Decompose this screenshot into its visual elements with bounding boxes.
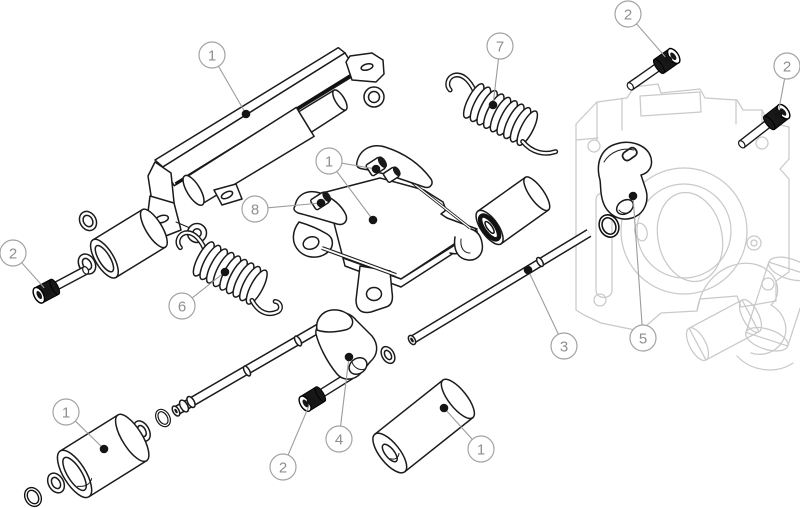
push-rod <box>407 229 592 346</box>
callout-8-5[interactable]: 8 <box>241 195 326 223</box>
callout-number: 3 <box>560 338 568 355</box>
lever-shaft <box>133 309 396 442</box>
callout-2-1[interactable]: 2 <box>614 0 673 65</box>
leader-dot <box>220 267 230 277</box>
leader-line <box>777 78 786 115</box>
callout-number: 1 <box>62 404 70 421</box>
callout-3-11[interactable]: 3 <box>523 265 578 360</box>
callout-1-0[interactable]: 1 <box>198 41 251 119</box>
callout-layer: 1 2 2 7 1 8 2 6 1 2 4 3 5 1 <box>0 0 800 481</box>
leader-line <box>340 356 350 427</box>
callout-2-6[interactable]: 2 <box>0 239 52 296</box>
callout-balloon[interactable] <box>325 425 353 453</box>
callout-4-10[interactable]: 4 <box>325 352 354 453</box>
leader-dot <box>488 100 498 110</box>
socket-head-bolt-top <box>622 45 684 96</box>
callout-balloon[interactable] <box>241 195 269 223</box>
callout-7-3[interactable]: 7 <box>486 32 514 110</box>
callout-balloon[interactable] <box>467 435 495 463</box>
callout-5-12[interactable]: 5 <box>628 191 657 352</box>
leader-line <box>336 171 374 221</box>
callout-number: 2 <box>9 245 17 262</box>
callout-balloon[interactable] <box>629 324 657 352</box>
callout-balloon[interactable] <box>315 147 343 175</box>
callout-1-8[interactable]: 1 <box>52 398 109 454</box>
callout-balloon[interactable] <box>773 52 800 80</box>
leader-line <box>218 65 247 115</box>
callout-number: 4 <box>335 431 343 448</box>
roller-tube-bottom <box>372 378 476 474</box>
leader-line <box>527 269 559 335</box>
callout-number: 6 <box>178 298 186 315</box>
callout-1-4[interactable]: 1 <box>315 147 381 225</box>
leader-dot <box>316 198 326 208</box>
leader-dot <box>628 191 638 201</box>
leader-dot <box>241 109 251 119</box>
spacer-bushing-upper <box>77 208 168 279</box>
extension-spring-upper <box>445 72 559 156</box>
leader-line <box>267 202 322 209</box>
leader-dot <box>523 265 533 275</box>
callout-number: 2 <box>624 6 632 23</box>
callout-balloon[interactable] <box>198 41 226 69</box>
callout-number: 2 <box>279 459 287 476</box>
leader-dot <box>42 286 52 296</box>
callout-number: 1 <box>477 441 485 458</box>
callout-2-2[interactable]: 2 <box>773 52 800 119</box>
extension-spring-lower <box>175 230 283 317</box>
leader-dot <box>344 352 354 362</box>
callout-balloon[interactable] <box>550 332 578 360</box>
callout-balloon[interactable] <box>168 292 196 320</box>
roller-bracket-weldment <box>145 46 385 244</box>
callout-number: 1 <box>325 153 333 170</box>
leader-dot <box>99 444 109 454</box>
housing-reference-ghost <box>575 83 800 371</box>
leader-line <box>341 162 377 170</box>
callout-balloon[interactable] <box>486 32 514 60</box>
leader-line <box>21 262 48 292</box>
leader-dot <box>371 164 381 174</box>
carrier-plate-assembly <box>325 145 551 314</box>
leader-line <box>632 195 643 326</box>
leader-line <box>191 271 226 299</box>
callout-balloon[interactable] <box>0 239 27 267</box>
callout-6-7[interactable]: 6 <box>168 267 230 320</box>
callout-number: 8 <box>251 201 259 218</box>
callout-number: 2 <box>783 58 791 75</box>
leader-dot <box>306 396 316 406</box>
callout-balloon[interactable] <box>614 0 642 28</box>
bushing-bottom-left <box>23 413 150 508</box>
leader-dot <box>663 55 673 65</box>
leader-line <box>287 400 312 456</box>
leader-dot <box>773 109 783 119</box>
callout-2-9[interactable]: 2 <box>269 396 316 481</box>
leader-line <box>443 407 473 440</box>
leader-dot <box>368 215 378 225</box>
callout-balloon[interactable] <box>269 453 297 481</box>
leader-line <box>492 58 500 106</box>
leader-dot <box>439 403 449 413</box>
callout-balloon[interactable] <box>52 398 80 426</box>
callout-number: 7 <box>496 38 504 55</box>
latch-pawl <box>597 141 653 238</box>
callout-1-13[interactable]: 1 <box>439 403 495 463</box>
callout-number: 1 <box>208 47 216 64</box>
latch-bracket <box>292 190 397 277</box>
leader-line <box>636 23 669 61</box>
leader-line <box>74 420 105 450</box>
callout-number: 5 <box>639 330 647 347</box>
